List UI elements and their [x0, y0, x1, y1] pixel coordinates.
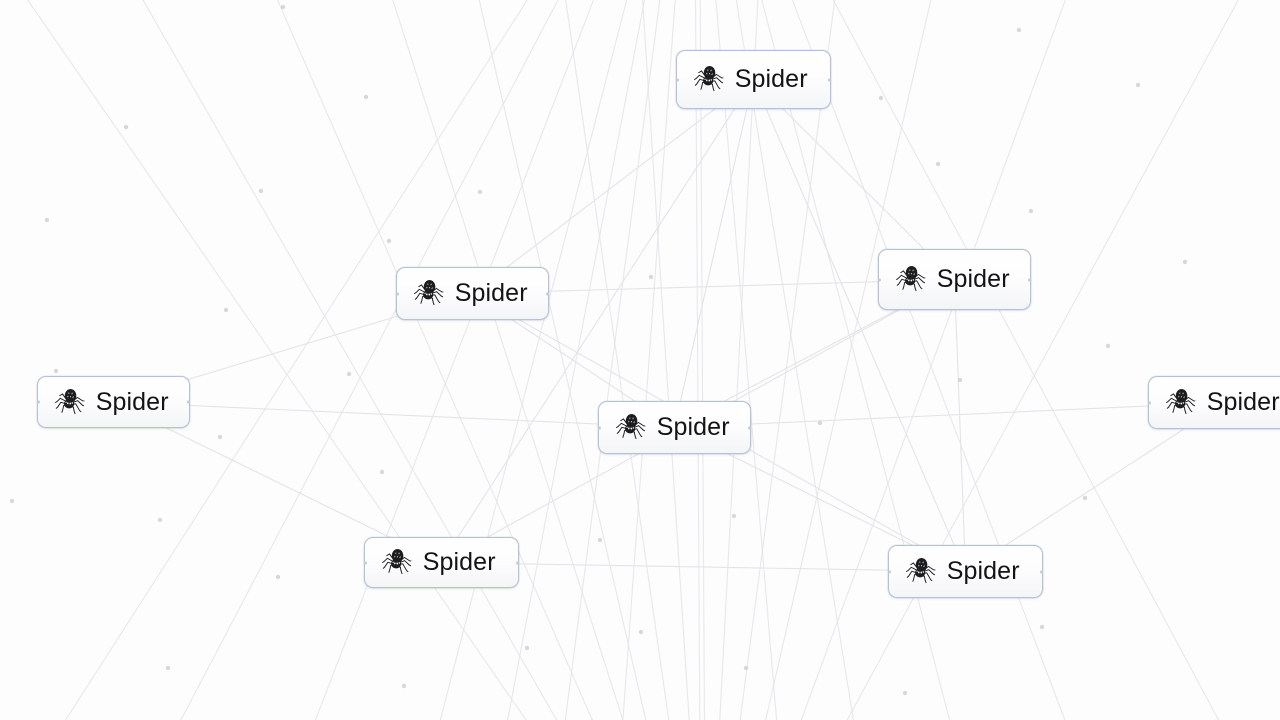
graph-node-label: Spider [95, 387, 169, 416]
spider-icon: 🕷 [905, 556, 937, 585]
node-handle-left[interactable] [676, 78, 679, 81]
graph-node-label: Spider [946, 557, 1020, 585]
graph-node-spider[interactable]: 🕷 Spider [1148, 376, 1280, 429]
node-handle-right[interactable] [516, 561, 519, 564]
spider-icon: 🕷 [54, 386, 86, 416]
graph-node-label: Spider [422, 548, 496, 576]
graph-node-spider[interactable]: 🕷 Spider [37, 376, 190, 428]
spider-icon: 🕷 [693, 64, 725, 93]
node-handle-left[interactable] [37, 400, 40, 404]
node-handle-right[interactable] [1040, 570, 1043, 573]
spider-icon: 🕷 [381, 547, 413, 576]
spider-icon: 🕷 [895, 264, 927, 293]
graph-node-label: Spider [734, 65, 808, 93]
spider-icon: 🕷 [413, 278, 445, 307]
graph-node-spider[interactable]: 🕷 Spider [888, 545, 1043, 598]
node-handle-left[interactable] [888, 570, 891, 573]
graph-node-spider[interactable]: 🕷 Spider [598, 401, 751, 454]
graph-node-spider[interactable]: 🕷 Spider [878, 249, 1031, 310]
graph-node-label: Spider [656, 413, 730, 441]
node-handle-left[interactable] [598, 426, 601, 429]
spider-icon: 🕷 [1165, 387, 1197, 416]
graph-node-spider[interactable]: 🕷 Spider [676, 50, 831, 109]
node-handle-right[interactable] [1028, 278, 1031, 281]
node-handle-left[interactable] [878, 278, 881, 281]
spider-icon: 🕷 [615, 412, 647, 441]
graph-node-label: Spider [1206, 388, 1280, 416]
graph-node-label: Spider [454, 279, 528, 307]
node-handle-left[interactable] [1148, 401, 1151, 404]
node-handle-left[interactable] [396, 292, 399, 295]
graph-node-spider[interactable]: 🕷 Spider [364, 537, 519, 588]
node-handle-right[interactable] [828, 78, 831, 81]
node-handle-right[interactable] [748, 426, 751, 429]
node-handle-right[interactable] [187, 400, 190, 404]
graph-node-spider[interactable]: 🕷 Spider [396, 267, 549, 320]
node-handle-right[interactable] [546, 292, 549, 295]
graph-node-label: Spider [936, 265, 1010, 293]
node-handle-left[interactable] [364, 561, 367, 564]
